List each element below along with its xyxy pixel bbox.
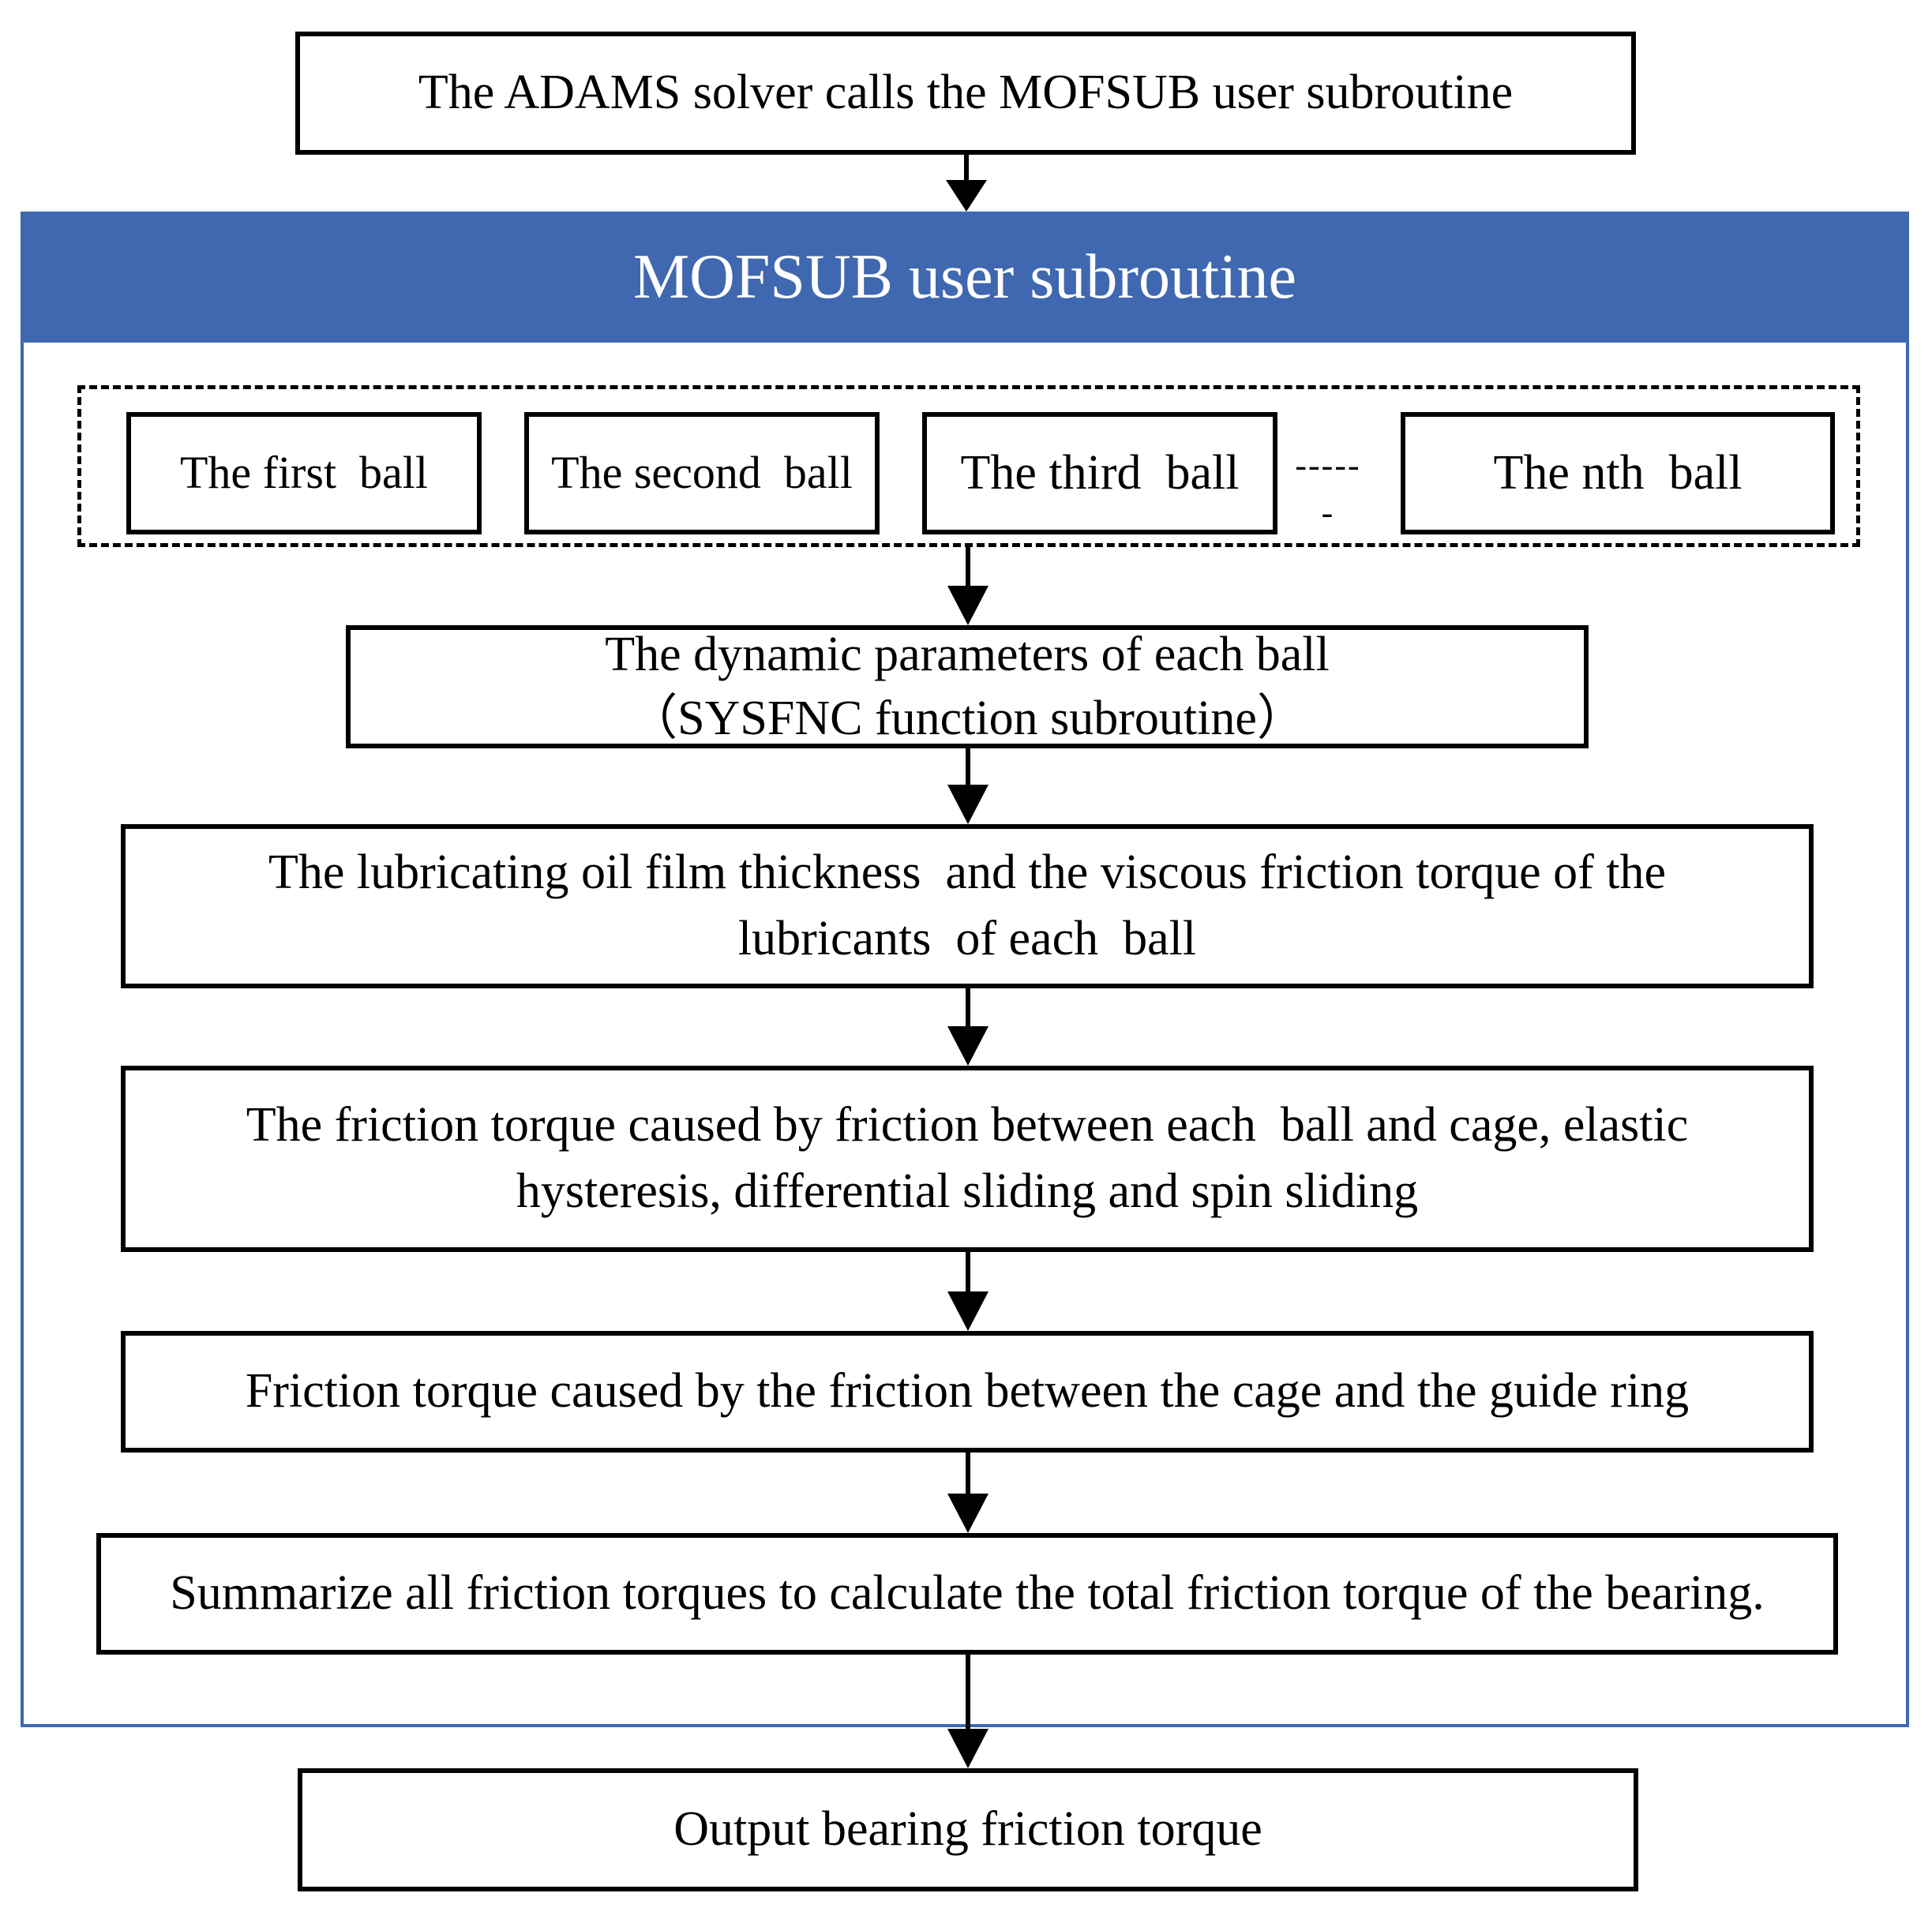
arrow-head — [946, 180, 987, 212]
ball-label: The second ball — [551, 447, 853, 499]
ball-label: The first ball — [179, 447, 429, 499]
arrow-head — [947, 586, 989, 625]
ball-label: The nth ball — [1493, 445, 1743, 500]
arrow-head — [947, 1291, 989, 1331]
arrow-head — [947, 1729, 989, 1768]
ball-cage-friction-line2: hysteresis, differential sliding and spi… — [516, 1164, 1419, 1218]
ball-box-nth: The nth ball — [1401, 412, 1835, 534]
sysfnc-subroutine-text: （SYSFNC function subroutine） — [628, 692, 1306, 745]
solver-call-text: The ADAMS solver calls the MOFSUB user s… — [418, 66, 1514, 120]
cage-guide-ring-box: Friction torque caused by the friction b… — [121, 1331, 1814, 1453]
oil-film-text-line1: The lubricating oil film thickness and t… — [268, 845, 1667, 900]
oil-film-text-line2: lubricants of each ball — [737, 912, 1197, 965]
ball-cage-friction-line1: The friction torque caused by friction b… — [246, 1098, 1689, 1153]
output-text: Output bearing friction torque — [673, 1802, 1262, 1857]
ball-box-first: The first ball — [126, 412, 482, 534]
ellipsis-dots: ------ — [1295, 446, 1361, 532]
arrow-head — [947, 1494, 989, 1533]
cage-guide-ring-text: Friction torque caused by the friction b… — [245, 1364, 1690, 1419]
solver-call-box: The ADAMS solver calls the MOFSUB user s… — [295, 32, 1636, 155]
ball-box-third: The third ball — [922, 412, 1277, 534]
dynamic-parameters-box: The dynamic parameters of each ball （SYS… — [346, 625, 1589, 748]
arrow-head — [947, 785, 989, 824]
output-box: Output bearing friction torque — [298, 1768, 1638, 1891]
balls-group — [77, 385, 1860, 547]
mofsub-panel-title: MOFSUB user subroutine — [21, 212, 1909, 343]
arrow-head — [947, 1026, 989, 1066]
ball-box-second: The second ball — [524, 412, 880, 534]
summarize-text: Summarize all friction torques to calcul… — [170, 1566, 1765, 1621]
ball-label: The third ball — [960, 445, 1240, 500]
ball-cage-friction-box: The friction torque caused by friction b… — [121, 1066, 1814, 1252]
summarize-box: Summarize all friction torques to calcul… — [96, 1533, 1838, 1655]
dynamic-parameters-text: The dynamic parameters of each ball — [605, 628, 1330, 682]
oil-film-box: The lubricating oil film thickness and t… — [121, 824, 1814, 988]
